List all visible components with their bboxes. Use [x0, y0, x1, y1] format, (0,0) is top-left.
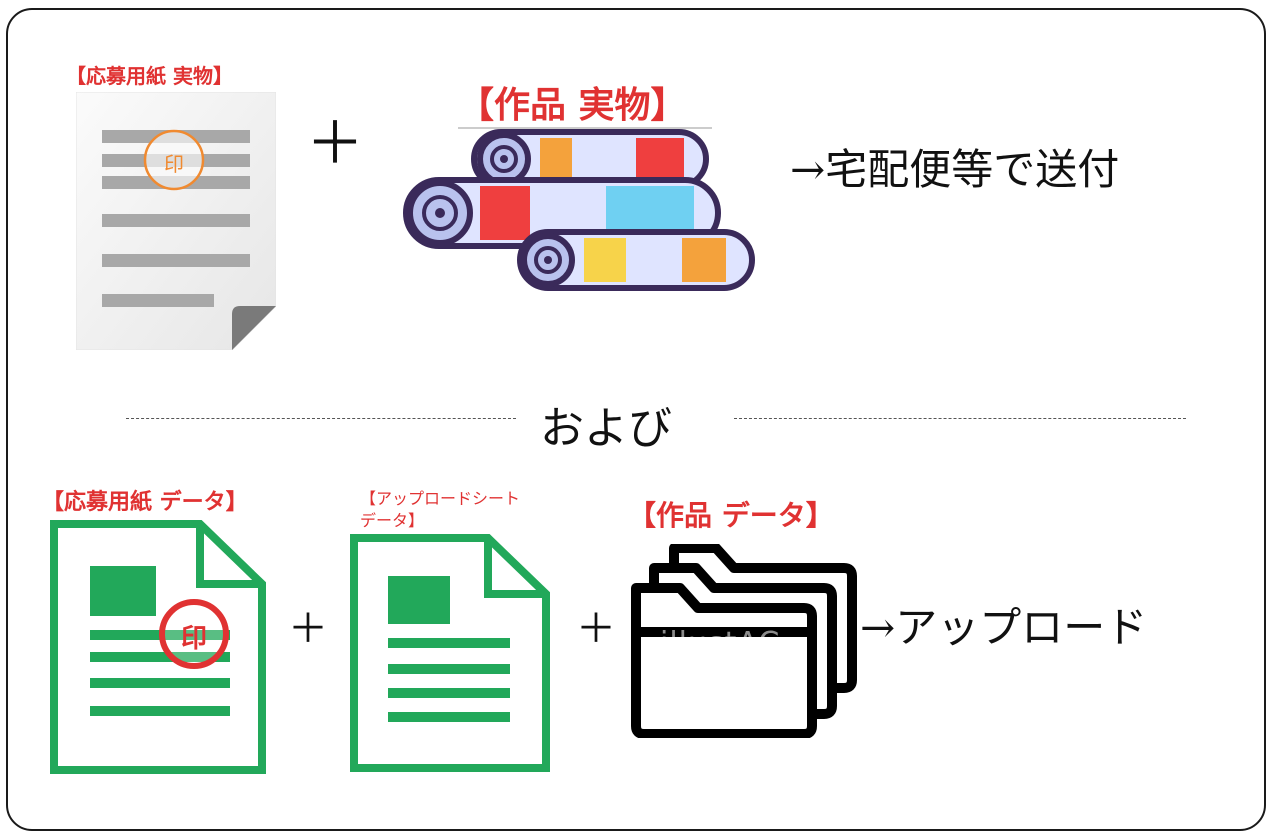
plus-sign-1: ＋: [288, 606, 328, 652]
divider-line-left: [126, 418, 516, 419]
and-text: および: [540, 403, 672, 454]
rolled-canvas-icon: [400, 124, 760, 294]
plus-sign: ＋: [306, 109, 365, 177]
application-form-physical-label: 【応募用紙 実物】: [66, 64, 233, 88]
upload-sheet-label: 【アップロードシート データ】: [360, 488, 520, 532]
plus-sign-2: ＋: [576, 606, 616, 652]
stamp-text-red: 印: [180, 624, 207, 654]
upload-text: →アップロード: [860, 603, 1148, 652]
upload-sheet-label-line1: 【アップロードシート: [360, 489, 521, 508]
stamp-text: 印: [164, 152, 184, 176]
artwork-physical-label: 【作品 実物】: [458, 85, 687, 126]
send-by-courier-text: →宅配便等で送付: [790, 145, 1120, 194]
divider-line-right: [734, 418, 1186, 419]
application-form-data-label: 【応募用紙 データ】: [42, 490, 248, 515]
artwork-data-label: 【作品 データ】: [628, 499, 834, 532]
content-frame: [6, 8, 1266, 831]
folder-stack-icon: [630, 543, 858, 739]
watermark-text: illustAC: [660, 626, 781, 661]
green-document-icon: [50, 520, 266, 774]
green-document-icon-2: [350, 534, 550, 772]
paper-document-icon: [75, 91, 277, 351]
upload-sheet-label-line2: データ】: [360, 511, 425, 530]
